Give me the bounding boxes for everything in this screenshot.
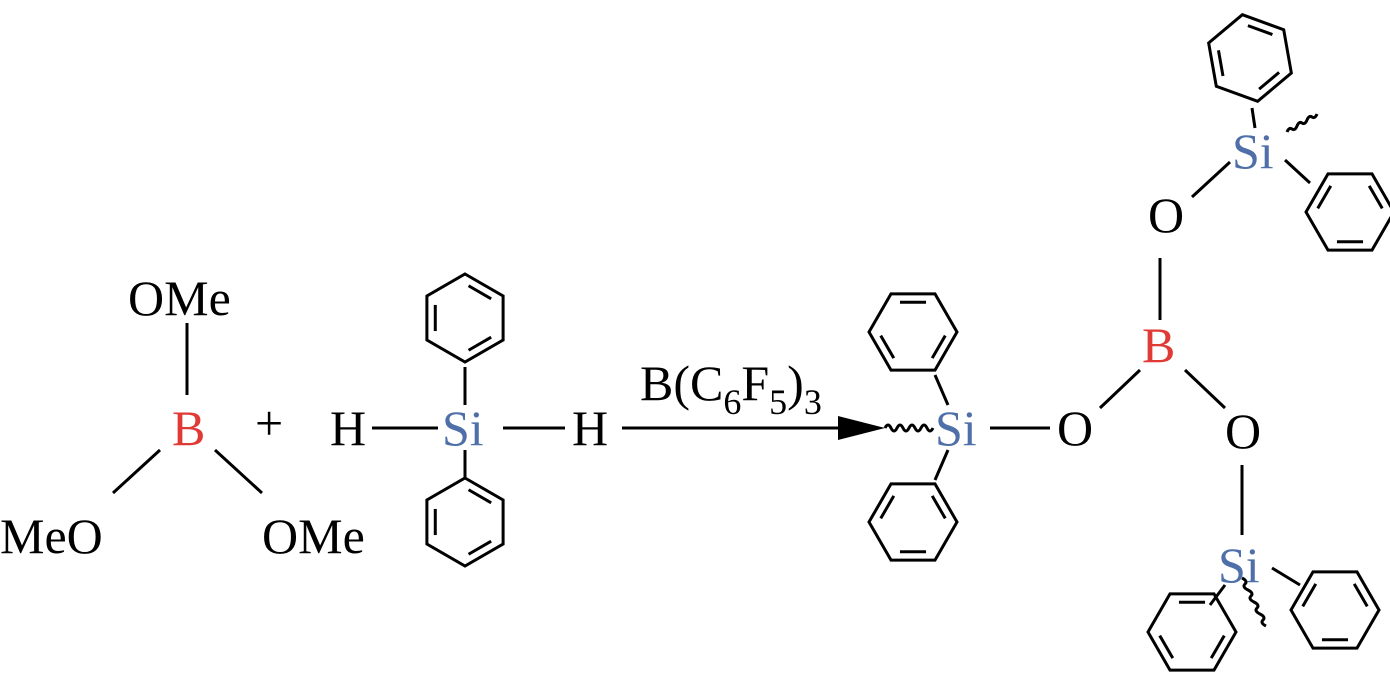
benzene-ring (1304, 172, 1390, 252)
double-bond (930, 334, 947, 359)
wavy-bond (1285, 113, 1319, 133)
wavy-bond (1241, 576, 1267, 628)
bond (1271, 566, 1301, 587)
hydrogen-left: H (330, 400, 366, 456)
trimethyl-borate: OMe B MeO OMe (0, 270, 365, 564)
methoxy-right: OMe (262, 508, 365, 564)
bond (1208, 584, 1227, 606)
benzene-ring (1289, 570, 1381, 650)
double-bond (1301, 583, 1318, 608)
benzene-ring (425, 476, 505, 568)
oxygen-top: O (1148, 187, 1184, 243)
double-bond (879, 495, 896, 520)
benzene-ring (1146, 592, 1238, 672)
double-bond (1352, 583, 1369, 608)
bond (1098, 368, 1142, 410)
oxygen-left: O (1057, 400, 1093, 456)
benzene-ring (867, 482, 959, 562)
bond (1250, 107, 1257, 129)
silicon-left: Si (935, 400, 977, 456)
product-borosiloxane: Si O B O Si O Si (883, 107, 1319, 628)
double-bond (467, 488, 492, 505)
benzene-ring (867, 292, 959, 372)
bond (1190, 160, 1232, 199)
double-bond (467, 539, 492, 556)
bond (213, 448, 264, 495)
double-bond (467, 284, 492, 301)
double-bond (1247, 24, 1273, 36)
phenyl-rings (425, 12, 1390, 672)
double-bond (1209, 634, 1226, 659)
bond (1183, 368, 1227, 410)
silicon-bottom: Si (1218, 537, 1260, 593)
bond (1283, 158, 1312, 185)
benzene-ring (1207, 12, 1293, 104)
bond (111, 448, 162, 495)
double-bond (1258, 71, 1281, 91)
bond (933, 449, 950, 481)
double-bond (1367, 185, 1384, 210)
arrowhead (838, 416, 885, 440)
double-bond (879, 334, 896, 359)
hydrogen-right: H (572, 400, 608, 456)
double-bond (930, 495, 947, 520)
methoxy-left: MeO (0, 508, 103, 564)
diphenylsilane: H Si H (330, 367, 608, 478)
benzene-ring (425, 272, 505, 364)
silicon-atom: Si (442, 400, 484, 456)
double-bond (1216, 50, 1225, 77)
bond (933, 374, 950, 406)
wavy-bond (883, 423, 935, 433)
boron-center: B (1142, 317, 1175, 373)
silicon-top: Si (1232, 123, 1274, 179)
double-bond (1316, 185, 1333, 210)
plus-sign: + (255, 395, 283, 451)
reaction-arrow: B(C6F5)3 (622, 355, 885, 440)
catalyst-label: B(C6F5)3 (640, 355, 822, 422)
oxygen-right: O (1225, 403, 1261, 459)
methoxy-top: OMe (128, 270, 231, 326)
boron-atom: B (172, 400, 205, 456)
double-bond (467, 335, 492, 352)
double-bond (1158, 634, 1175, 659)
